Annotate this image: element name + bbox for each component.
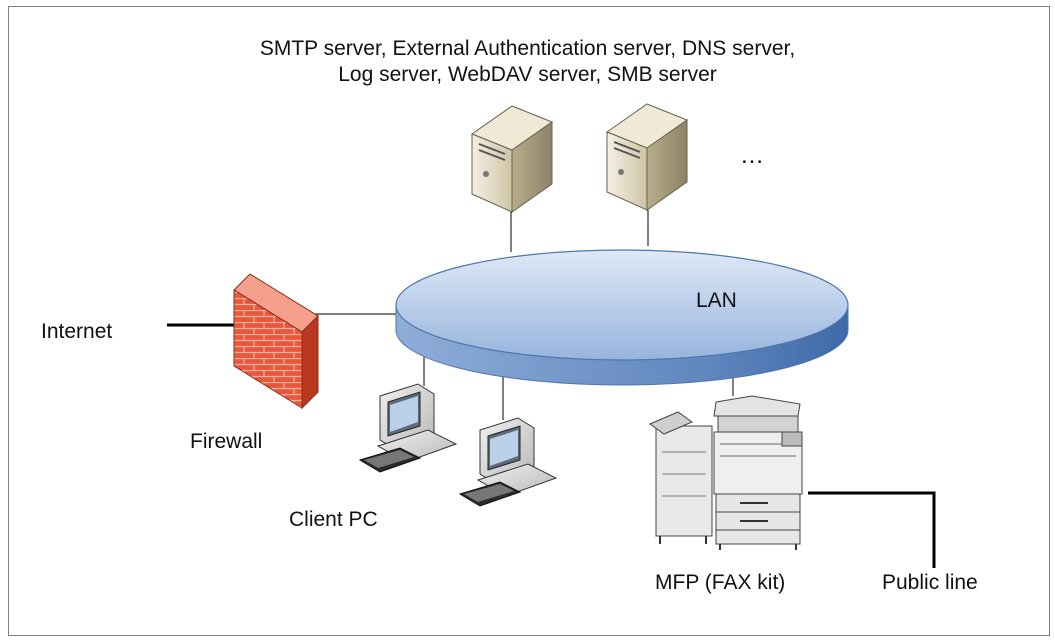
client-pc-label: Client PC [289,508,378,531]
public-line-link [808,491,936,568]
mfp-printer-icon [648,395,803,550]
servers-caption-line1: SMTP server, External Authentication ser… [259,37,796,60]
connections [167,210,936,568]
server-icon [605,103,689,211]
firewall-label: Firewall [190,430,263,453]
mfp-label: MFP (FAX kit) [655,571,786,594]
firewall-icon [233,273,319,410]
lan-label: LAN [696,289,737,312]
public-line-label: Public line [882,571,978,594]
more-servers-ellipsis: … [740,142,766,169]
client-pc-icon [458,417,558,507]
servers-caption-line2: Log server, WebDAV server, SMB server [338,63,717,86]
client-pc-icon [358,383,458,473]
lan-disc [395,249,849,386]
internet-label: Internet [41,320,113,343]
server-icon [470,105,554,213]
